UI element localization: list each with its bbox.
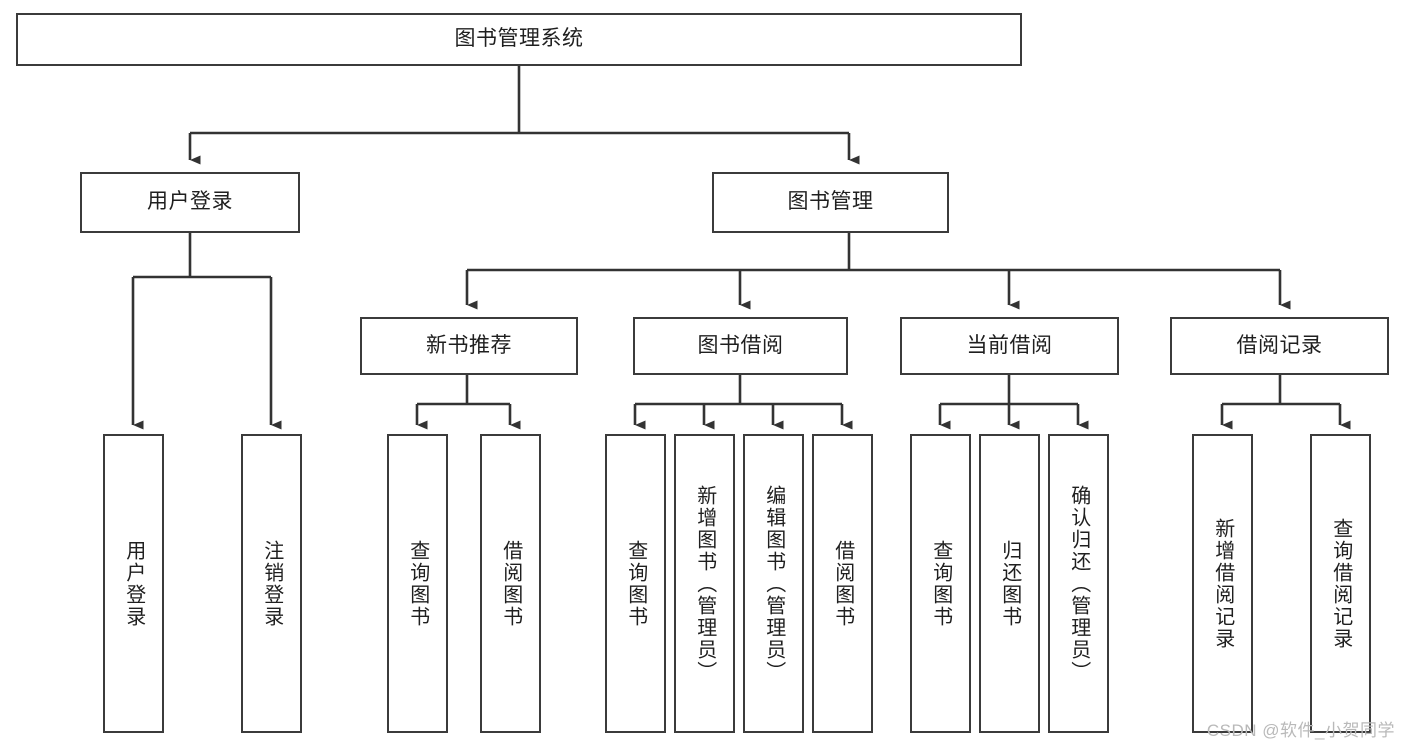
- leaf-logout-label: 注销登录: [260, 539, 283, 628]
- node-borrow-record-label: 借阅记录: [1236, 333, 1323, 357]
- leaf-logout[interactable]: 注销登录: [241, 434, 302, 733]
- leaf-query-book-1-label: 查询图书: [406, 539, 429, 628]
- leaf-return-book[interactable]: 归还图书: [979, 434, 1040, 733]
- leaf-user-login[interactable]: 用户登录: [103, 434, 164, 733]
- node-user-login[interactable]: 用户登录: [80, 172, 300, 233]
- leaf-add-record-label: 新增借阅记录: [1211, 517, 1234, 650]
- node-book-management[interactable]: 图书管理: [712, 172, 949, 233]
- leaf-query-record[interactable]: 查询借阅记录: [1310, 434, 1371, 733]
- leaf-edit-book[interactable]: 编辑图书（管理员）: [743, 434, 804, 733]
- leaf-borrow-book-2-label: 借阅图书: [831, 539, 854, 628]
- leaf-user-login-label: 用户登录: [122, 539, 145, 628]
- node-user-login-label: 用户登录: [147, 190, 233, 214]
- leaf-return-book-label: 归还图书: [998, 539, 1021, 628]
- node-new-book-recommend[interactable]: 新书推荐: [360, 317, 578, 375]
- leaf-confirm-return[interactable]: 确认归还（管理员）: [1048, 434, 1109, 733]
- leaf-add-book-label: 新增图书（管理员）: [693, 484, 716, 683]
- node-current-borrow[interactable]: 当前借阅: [900, 317, 1119, 375]
- leaf-query-book-2[interactable]: 查询图书: [605, 434, 666, 733]
- node-root-label: 图书管理系统: [454, 27, 584, 51]
- leaf-borrow-book-1-label: 借阅图书: [499, 539, 522, 628]
- node-root[interactable]: 图书管理系统: [16, 13, 1022, 66]
- node-book-management-label: 图书管理: [787, 190, 874, 214]
- leaf-query-book-3[interactable]: 查询图书: [910, 434, 971, 733]
- node-book-borrow-label: 图书借阅: [697, 333, 784, 357]
- leaf-query-book-1[interactable]: 查询图书: [387, 434, 448, 733]
- leaf-confirm-return-label: 确认归还（管理员）: [1067, 484, 1090, 683]
- leaf-add-book[interactable]: 新增图书（管理员）: [674, 434, 735, 733]
- leaf-query-book-2-label: 查询图书: [624, 539, 647, 628]
- node-borrow-record[interactable]: 借阅记录: [1170, 317, 1389, 375]
- node-new-book-recommend-label: 新书推荐: [426, 333, 512, 357]
- leaf-borrow-book-1[interactable]: 借阅图书: [480, 434, 541, 733]
- node-book-borrow[interactable]: 图书借阅: [633, 317, 848, 375]
- leaf-query-book-3-label: 查询图书: [929, 539, 952, 628]
- leaf-query-record-label: 查询借阅记录: [1329, 517, 1352, 650]
- leaf-borrow-book-2[interactable]: 借阅图书: [812, 434, 873, 733]
- leaf-edit-book-label: 编辑图书（管理员）: [762, 484, 785, 683]
- node-current-borrow-label: 当前借阅: [966, 333, 1053, 357]
- leaf-add-record[interactable]: 新增借阅记录: [1192, 434, 1253, 733]
